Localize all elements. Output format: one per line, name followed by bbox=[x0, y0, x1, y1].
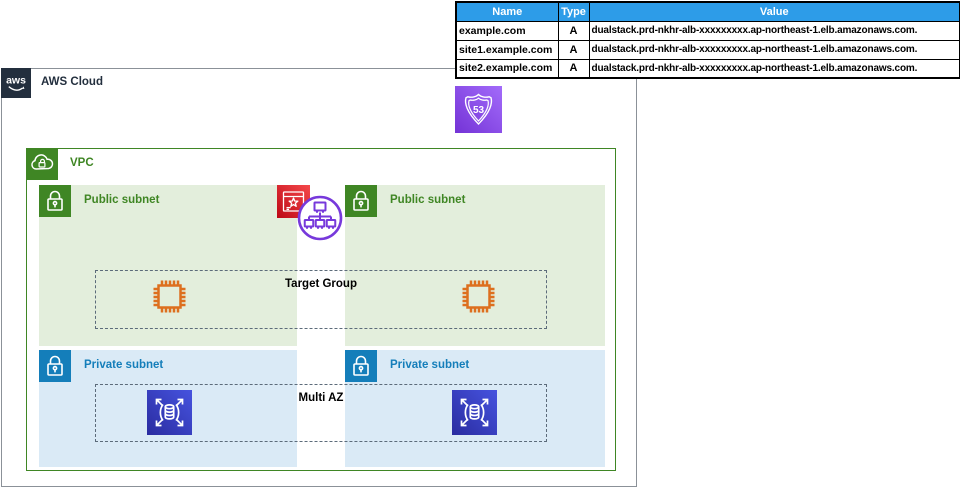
record-value: dualstack.prd-nkhr-alb-xxxxxxxxx.ap-nort… bbox=[588, 20, 960, 41]
subnet-label: Private subnet bbox=[84, 359, 164, 371]
subnet-label: Private subnet bbox=[390, 359, 470, 371]
aws-logo-icon: aws bbox=[1, 68, 31, 98]
rds-icon bbox=[452, 390, 497, 435]
route53-icon: 53 bbox=[455, 86, 502, 133]
table-header-row: Name Type Value bbox=[455, 1, 960, 22]
aws-cloud-label: AWS Cloud bbox=[41, 76, 103, 88]
aws-cloud-group: aws AWS Cloud VPC bbox=[1, 68, 637, 487]
col-header-value: Value bbox=[588, 1, 960, 22]
ec2-instance-icon bbox=[458, 276, 499, 317]
target-group-label: Target Group bbox=[285, 278, 357, 290]
record-type: A bbox=[557, 39, 590, 60]
vpc-icon bbox=[26, 148, 58, 180]
public-subnet-left: Public subnet bbox=[39, 185, 297, 346]
aws-logo-text: aws bbox=[6, 75, 26, 87]
rds-icon bbox=[147, 390, 192, 435]
multi-az-label: Multi AZ bbox=[298, 392, 344, 404]
public-subnet-right: Public subnet bbox=[345, 185, 605, 346]
alb-icon bbox=[296, 194, 344, 242]
multi-az-box: Multi AZ bbox=[95, 384, 547, 442]
vpc-group: VPC Public subnet bbox=[26, 148, 616, 471]
record-type: A bbox=[557, 20, 590, 41]
record-value: dualstack.prd-nkhr-alb-xxxxxxxxx.ap-nort… bbox=[588, 58, 960, 79]
record-type: A bbox=[557, 58, 590, 79]
lock-icon bbox=[39, 185, 71, 217]
dns-records-table: Name Type Value example.com A dualstack.… bbox=[455, 1, 960, 79]
vpc-label: VPC bbox=[70, 157, 94, 169]
target-group-box: Target Group bbox=[95, 270, 547, 329]
route53-badge-text: 53 bbox=[473, 105, 485, 116]
record-value: dualstack.prd-nkhr-alb-xxxxxxxxx.ap-nort… bbox=[588, 39, 960, 60]
table-row: example.com A dualstack.prd-nkhr-alb-xxx… bbox=[455, 20, 960, 41]
ec2-instance-icon bbox=[149, 276, 190, 317]
table-row: site2.example.com A dualstack.prd-nkhr-a… bbox=[455, 58, 960, 79]
lock-icon bbox=[345, 185, 377, 217]
col-header-type: Type bbox=[557, 1, 590, 22]
lock-icon bbox=[345, 350, 377, 382]
lock-icon bbox=[39, 350, 71, 382]
col-header-name: Name bbox=[455, 1, 559, 22]
record-name: example.com bbox=[455, 20, 559, 41]
subnet-label: Public subnet bbox=[390, 194, 466, 206]
table-row: site1.example.com A dualstack.prd-nkhr-a… bbox=[455, 39, 960, 60]
record-name: site1.example.com bbox=[455, 39, 559, 60]
subnet-label: Public subnet bbox=[84, 194, 160, 206]
record-name: site2.example.com bbox=[455, 58, 559, 79]
